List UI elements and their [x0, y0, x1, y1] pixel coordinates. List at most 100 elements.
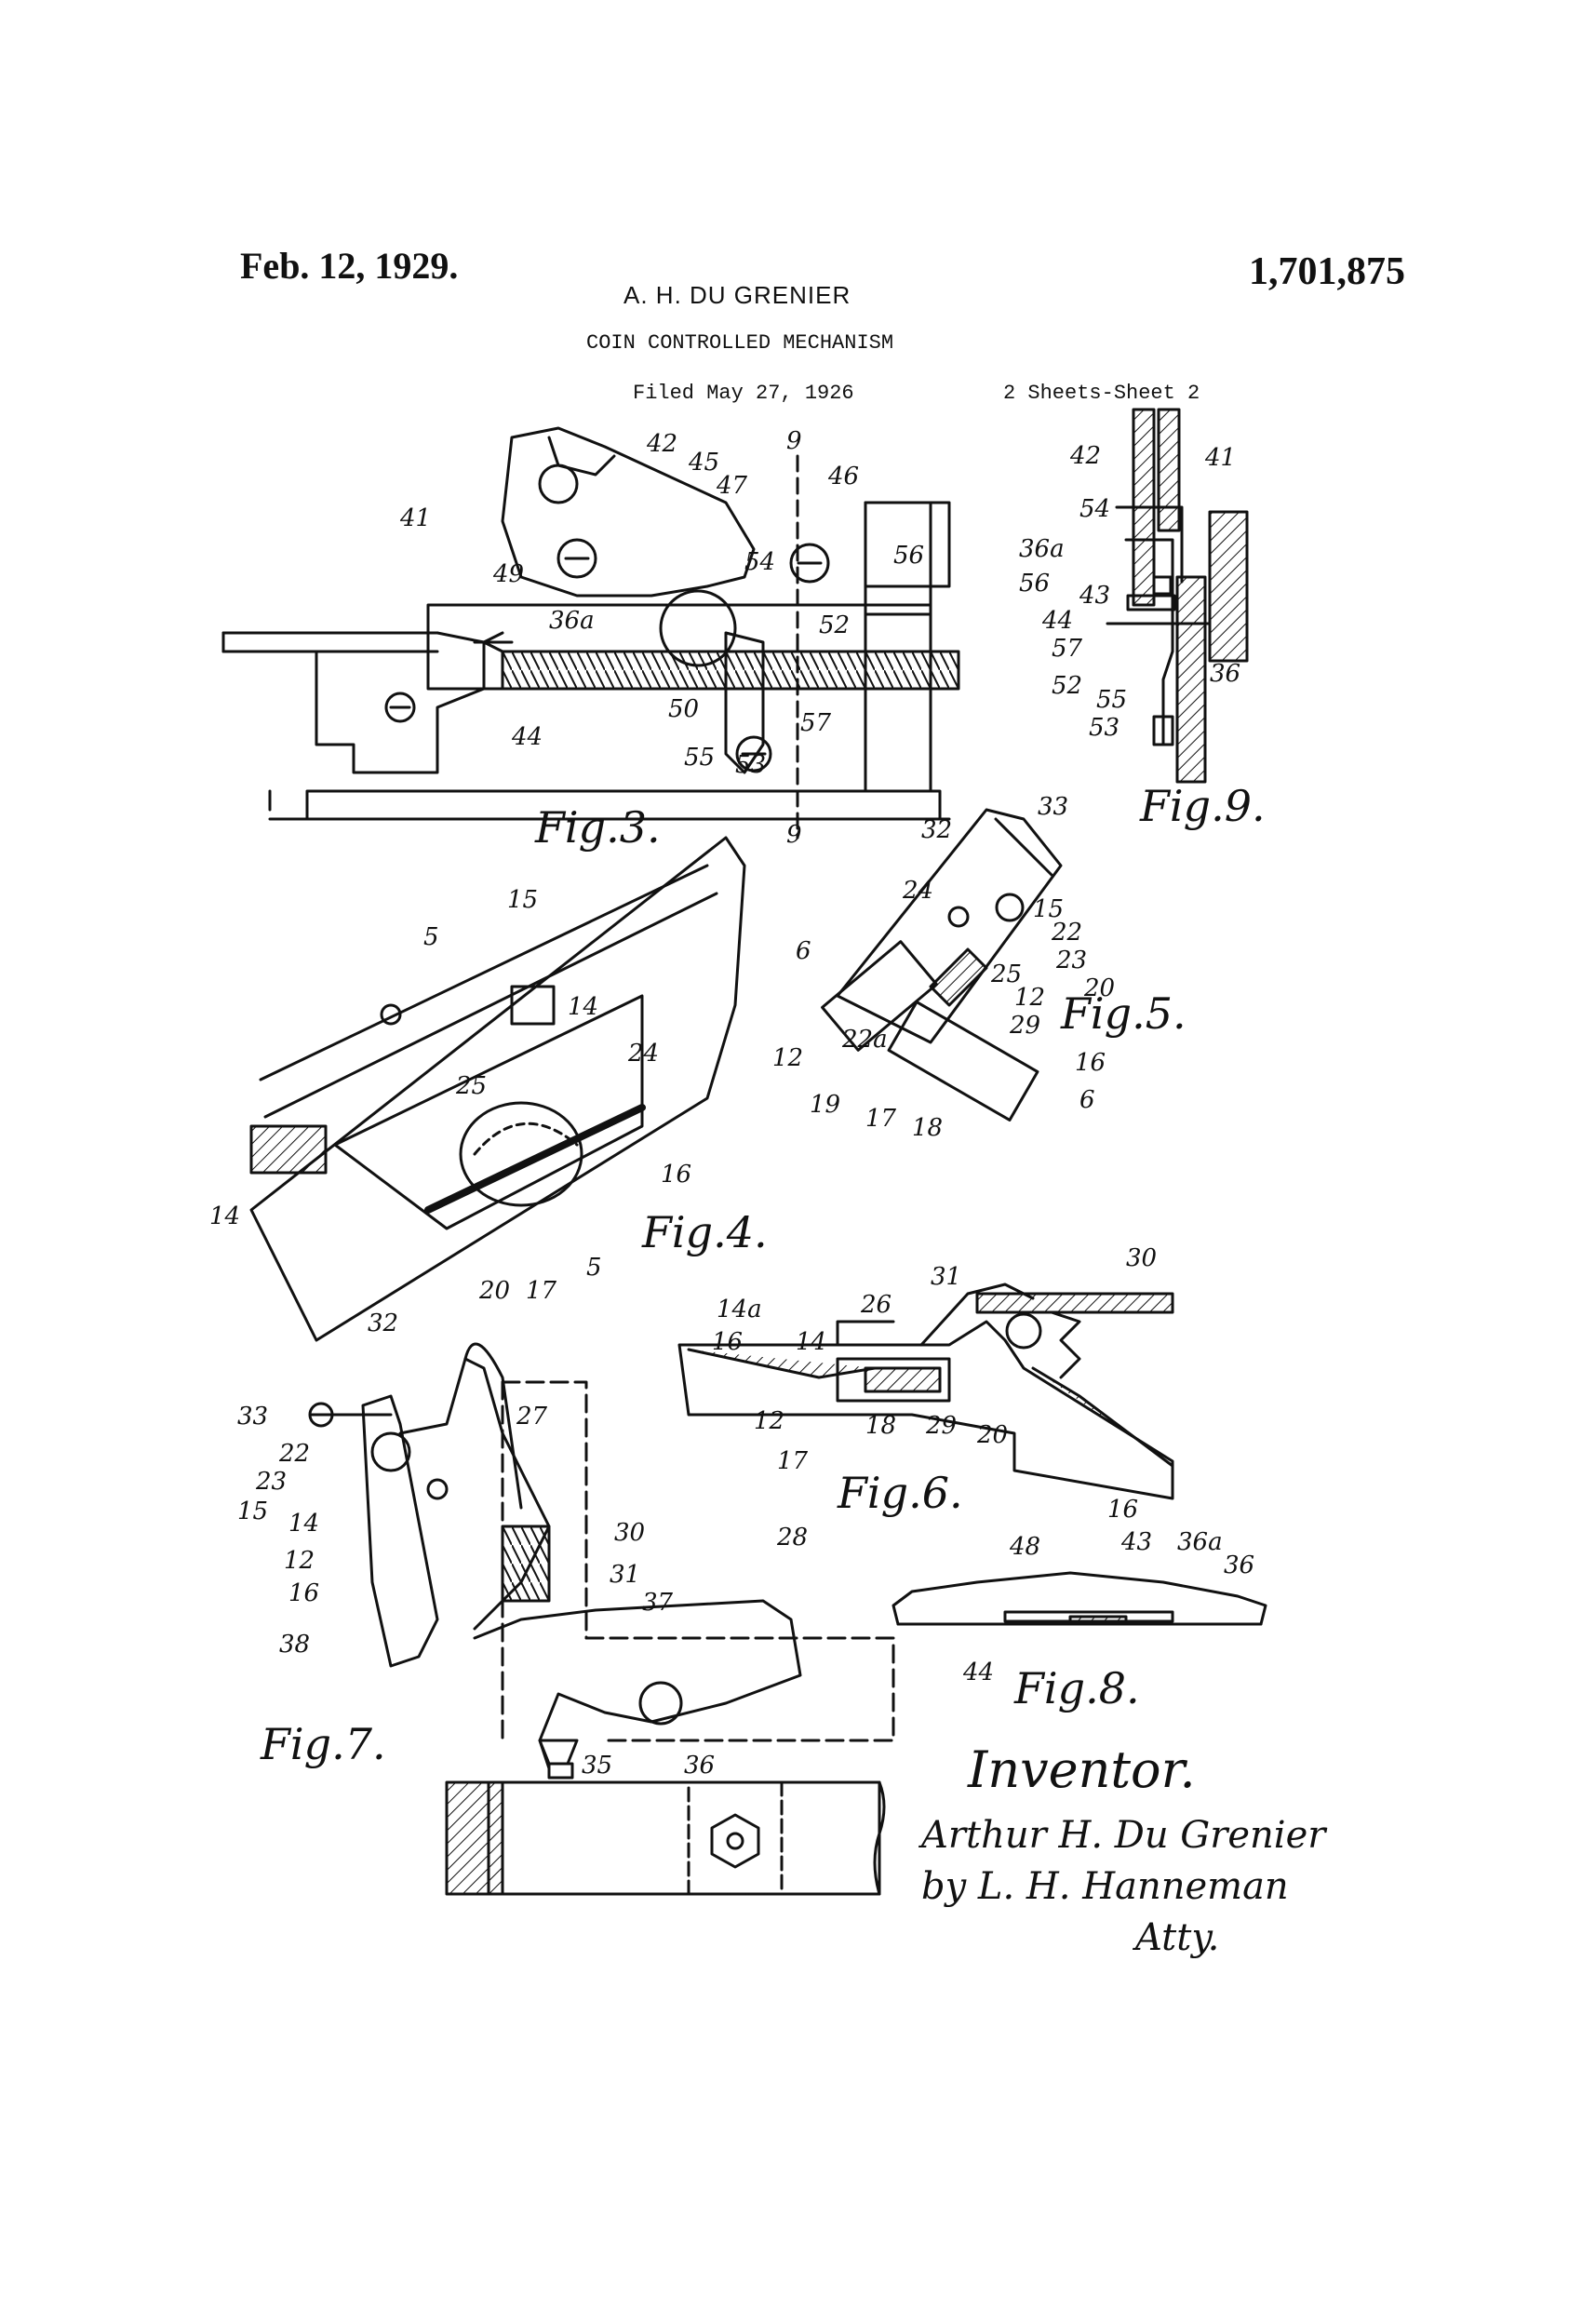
fig4-label-14-top: 14 [568, 993, 598, 1021]
fig6-label-20: 20 [976, 1421, 1008, 1449]
fig4-label-15: 15 [507, 886, 538, 914]
fig9-label-43: 43 [1079, 582, 1110, 610]
fig5-label-20: 20 [1083, 974, 1115, 1002]
fig7-label-12: 12 [284, 1547, 315, 1575]
fig8-label-48: 48 [1009, 1533, 1040, 1561]
fig6-label-29: 29 [925, 1412, 957, 1440]
fig4-caption: Fig.4. [641, 1207, 768, 1257]
fig3-caption: Fig.3. [534, 802, 661, 853]
fig9-caption: Fig.9. [1139, 781, 1266, 831]
fig3-label-49: 49 [492, 560, 524, 588]
fig3-label-44: 44 [511, 723, 543, 751]
fig4-label-12: 12 [772, 1044, 803, 1072]
fig5-label-18: 18 [912, 1114, 943, 1142]
fig5-label-6-bottom: 6 [1079, 1086, 1095, 1114]
fig9-label-55: 55 [1096, 686, 1127, 714]
fig4-label-14-left: 14 [209, 1202, 240, 1230]
fig9-label-36: 36 [1210, 660, 1240, 688]
fig3-label-41: 41 [399, 504, 431, 532]
fig6-label-28: 28 [776, 1524, 808, 1552]
figure-5: 32 33 24 15 22 6 25 23 12 20 22a 29 16 1… [796, 793, 1186, 1142]
fig6-label-17: 17 [777, 1447, 809, 1475]
fig7-label-27: 27 [516, 1403, 548, 1431]
fig6-label-16-left: 16 [712, 1328, 743, 1356]
fig6-label-26: 26 [860, 1291, 892, 1319]
fig4-label-25: 25 [455, 1072, 487, 1100]
fig6-label-16-right: 16 [1107, 1496, 1138, 1524]
figure-9: 42 41 54 36a 56 43 44 57 52 55 53 36 Fig… [1019, 408, 1266, 831]
fig7-label-16: 16 [288, 1579, 319, 1607]
fig8-label-36a: 36a [1177, 1528, 1223, 1556]
fig4-label-20: 20 [478, 1277, 510, 1305]
figure-8: 48 43 36a 36 44 Fig.8. [892, 1528, 1267, 1713]
fig4-label-24: 24 [627, 1040, 659, 1068]
fig7-label-33: 33 [237, 1403, 268, 1431]
fig5-caption: Fig.5. [1060, 988, 1186, 1039]
fig3-label-42: 42 [646, 430, 677, 458]
fig5-label-17: 17 [865, 1105, 897, 1133]
fig6-label-31: 31 [931, 1263, 961, 1291]
fig5-label-22a: 22a [841, 1026, 888, 1054]
fig7-caption: Fig.7. [260, 1719, 386, 1769]
fig7-label-35: 35 [582, 1752, 612, 1780]
fig3-label-47: 47 [716, 472, 748, 500]
fig3-label-52: 52 [819, 611, 850, 639]
fig9-label-54: 54 [1079, 495, 1110, 523]
fig6-label-14a: 14a [717, 1296, 762, 1323]
fig9-label-56: 56 [1019, 570, 1050, 598]
fig9-label-52: 52 [1052, 672, 1082, 700]
patent-title: COIN CONTROLLED MECHANISM [586, 331, 894, 355]
fig3-label-46: 46 [827, 463, 859, 490]
fig3-label-50: 50 [668, 695, 699, 723]
filing-date: Filed May 27, 1926 [633, 382, 854, 405]
figure-6: 31 30 14a 26 16 14 12 17 18 29 20 28 16 … [677, 1244, 1174, 1552]
patent-date: Feb. 12, 1929. [240, 245, 459, 287]
fig7-label-37: 37 [642, 1589, 674, 1617]
fig3-label-54: 54 [744, 548, 775, 576]
fig5-label-22: 22 [1051, 919, 1082, 947]
fig5-label-12: 12 [1014, 984, 1045, 1012]
fig7-label-36: 36 [684, 1752, 715, 1780]
fig3-label-9-top: 9 [786, 427, 802, 455]
fig7-label-31: 31 [610, 1561, 640, 1589]
fig7-label-22: 22 [278, 1440, 310, 1468]
inventor-heading: Inventor. [967, 1740, 1196, 1799]
inventor-signature: Arthur H. Du Grenier [918, 1814, 1328, 1857]
fig7-label-30: 30 [614, 1519, 645, 1547]
fig7-label-23: 23 [255, 1468, 287, 1496]
fig5-label-6-top: 6 [796, 937, 811, 965]
fig8-label-44: 44 [962, 1659, 994, 1686]
fig4-label-17: 17 [526, 1277, 557, 1305]
fig5-label-16: 16 [1075, 1049, 1106, 1077]
fig5-label-19: 19 [810, 1091, 840, 1119]
fig3-label-9-bottom: 9 [786, 821, 802, 849]
patent-number: 1,701,875 [1249, 250, 1405, 293]
inventor-name: A. H. DU GRENIER [623, 281, 851, 309]
fig7-label-32: 32 [368, 1310, 398, 1337]
fig9-label-57: 57 [1052, 635, 1083, 663]
fig4-label-5-top: 5 [423, 923, 439, 951]
fig6-label-12: 12 [754, 1407, 784, 1435]
fig5-label-33: 33 [1038, 793, 1068, 821]
fig9-label-41: 41 [1204, 444, 1236, 472]
fig6-label-18: 18 [865, 1412, 896, 1440]
fig8-caption: Fig.8. [1013, 1663, 1140, 1713]
fig9-label-44: 44 [1041, 607, 1073, 635]
fig9-label-36a: 36a [1019, 535, 1065, 563]
fig5-label-23: 23 [1055, 947, 1087, 974]
sheet-indicator: 2 Sheets-Sheet 2 [1003, 382, 1200, 405]
fig8-label-36: 36 [1224, 1552, 1254, 1579]
fig7-label-15: 15 [237, 1498, 268, 1525]
signature-block: Inventor. Arthur H. Du Grenier by L. H. … [918, 1740, 1328, 1959]
fig3-label-45: 45 [688, 449, 719, 477]
fig9-label-42: 42 [1069, 442, 1101, 470]
figure-7: 32 33 27 22 23 15 14 30 12 31 16 37 38 3… [237, 1310, 895, 1896]
fig4-label-5-bottom: 5 [586, 1254, 602, 1282]
fig6-label-14: 14 [796, 1328, 826, 1356]
attorney-abbreviation: Atty. [1132, 1916, 1219, 1959]
fig3-label-53: 53 [735, 751, 766, 779]
fig5-label-24: 24 [902, 877, 933, 905]
fig3-label-55: 55 [684, 744, 715, 772]
fig5-label-25: 25 [990, 960, 1022, 988]
attorney-signature: by L. H. Hanneman [921, 1865, 1289, 1908]
